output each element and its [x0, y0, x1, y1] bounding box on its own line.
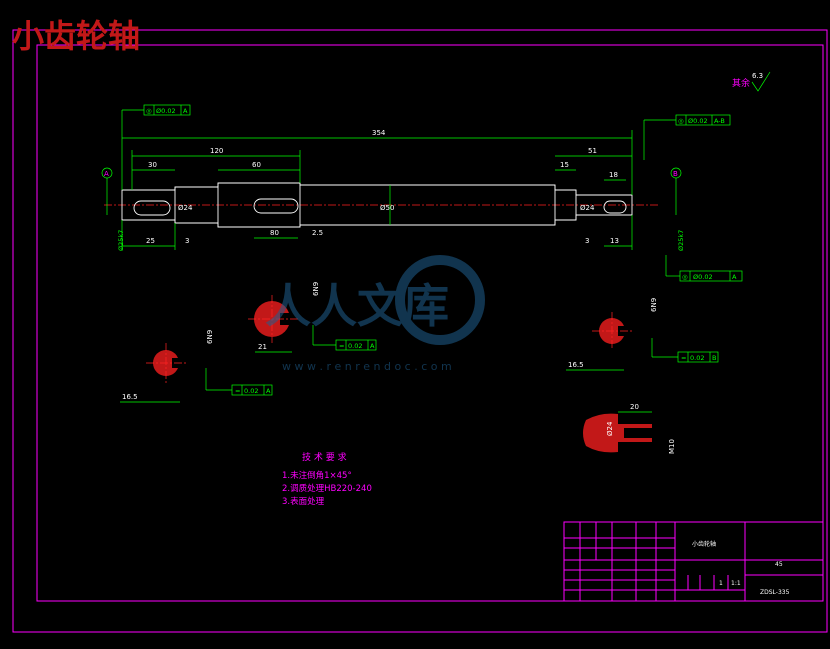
dim-18: 18 [609, 171, 618, 179]
svg-text:A: A [370, 342, 375, 350]
tolerance-right-runout: ◎ Ø0.02 A-B [643, 114, 731, 160]
dim-right-dia: Ø25k7 [677, 230, 685, 251]
watermark-url: w w w . r e n r e n d o c . c o m [282, 360, 452, 373]
dim-51: 51 [588, 147, 597, 155]
svg-text:A: A [266, 387, 271, 395]
svg-text:6N9: 6N9 [650, 298, 658, 312]
tech-requirements: 技 术 要 求 1.未注倒角1×45° 2.调质处理HB220-240 3.表面… [282, 451, 372, 507]
svg-text:20: 20 [630, 403, 639, 411]
roughness-label: 其余 [732, 77, 750, 89]
dim-3a: 3 [185, 237, 189, 245]
dim-120: 120 [210, 147, 223, 155]
dim-25: 25 [146, 237, 155, 245]
title-material: 45 [775, 561, 783, 568]
svg-text:=: = [235, 387, 240, 395]
svg-text:16.5: 16.5 [122, 393, 138, 401]
svg-text:Ø0.02: Ø0.02 [688, 117, 708, 125]
tech-req-item-3: 3.表面处理 [282, 496, 325, 507]
svg-text:◎: ◎ [682, 273, 688, 281]
outer-frame [12, 29, 828, 633]
svg-text:Ø0.02: Ø0.02 [156, 107, 176, 115]
svg-text:6N9: 6N9 [312, 282, 320, 296]
tech-req-item-1: 1.未注倒角1×45° [282, 470, 352, 481]
dim-overall: 354 [372, 129, 386, 137]
bottom-dimensions: 25 3 80 2.5 3 13 [121, 215, 633, 250]
dim-dia-24a: Ø24 [178, 204, 193, 212]
svg-text:0.02: 0.02 [244, 387, 258, 395]
svg-text:Ø24: Ø24 [606, 421, 614, 436]
title-block: 小齿轮轴 45 1:1 1 ZDSL-335 [563, 521, 824, 602]
detail-view-thread: 20 Ø24 M10 [583, 403, 676, 454]
dim-3b: 3 [585, 237, 589, 245]
title-drawing-no: ZDSL-335 [760, 589, 790, 596]
dim-15: 15 [560, 161, 569, 169]
watermark: 人人文库 w w w . r e n r e n d o c . c o m [265, 255, 485, 373]
svg-text:A: A [732, 273, 737, 281]
title-part-name: 小齿轮轴 [692, 540, 716, 548]
roughness-value: 6.3 [752, 72, 763, 80]
svg-text:=: = [339, 342, 344, 350]
svg-text:B: B [712, 354, 716, 362]
svg-text:0.02: 0.02 [348, 342, 362, 350]
datum-a-label: A [104, 170, 109, 178]
dim-13: 13 [610, 237, 619, 245]
svg-text:◎: ◎ [678, 117, 684, 125]
drawing-title: 小齿轮轴 [12, 17, 140, 55]
roughness-symbol-icon [751, 71, 771, 92]
top-dimensions: 354 120 60 30 51 15 18 [121, 129, 633, 195]
svg-text:0.02: 0.02 [690, 354, 704, 362]
title-scale: 1:1 [731, 580, 741, 587]
dim-dia-24b: Ø24 [580, 204, 595, 212]
svg-text:◎: ◎ [146, 107, 152, 115]
svg-text:21: 21 [258, 343, 267, 351]
svg-text:A-B: A-B [714, 117, 725, 125]
section-view-3: 16.5 6N9 = 0.02 B [566, 298, 719, 371]
svg-text:16.5: 16.5 [568, 361, 584, 369]
section-view-1: 16.5 6N9 = 0.02 A [120, 330, 273, 403]
dim-2-5: 2.5 [312, 229, 323, 237]
tech-req-heading: 技 术 要 求 [302, 451, 347, 463]
inner-frame [36, 44, 824, 602]
svg-text:Ø0.02: Ø0.02 [693, 273, 713, 281]
dim-80: 80 [270, 229, 279, 237]
svg-text:M10: M10 [668, 439, 676, 454]
tolerance-left-runout: ◎ Ø0.02 A [121, 104, 191, 130]
tech-req-item-2: 2.调质处理HB220-240 [282, 483, 372, 494]
watermark-brand: 人人文库 [265, 279, 449, 333]
tolerance-right-lower-runout: ◎ Ø0.02 A [665, 255, 743, 282]
datum-b-label: B [673, 170, 678, 178]
dim-60: 60 [252, 161, 261, 169]
dim-left-dia: Ø25k7 [117, 230, 125, 251]
svg-text:=: = [681, 354, 686, 362]
svg-text:A: A [183, 107, 188, 115]
dim-30: 30 [148, 161, 157, 169]
title-count: 1 [719, 580, 723, 587]
section-view-2: 21 6N9 = 0.02 A [248, 282, 377, 353]
svg-text:6N9: 6N9 [206, 330, 214, 344]
dim-dia-50: Ø50 [380, 204, 394, 212]
